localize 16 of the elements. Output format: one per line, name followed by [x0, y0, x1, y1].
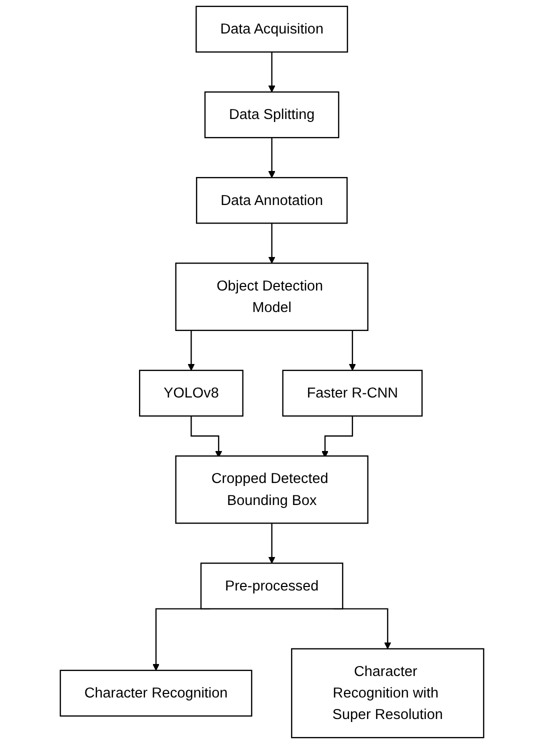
arrow: [268, 222, 276, 264]
arrow: [190, 415, 222, 458]
node-box: Cropped Detected Bounding Box: [175, 455, 368, 524]
node-box: Data Acquisition: [196, 6, 348, 53]
arrow: [268, 522, 276, 564]
node-box: Character Recognition with Super Resolution: [291, 648, 484, 738]
node-box: Object Detection Model: [175, 262, 368, 331]
node-box: YOLOv8: [139, 370, 244, 417]
arrow: [268, 51, 276, 92]
node-box: Character Recognition: [60, 670, 252, 717]
node-box: Data Splitting: [204, 91, 340, 138]
node-box: Pre-processed: [200, 562, 344, 610]
node-box: Faster R-CNN: [282, 370, 423, 417]
node-box: Data Annotation: [196, 177, 348, 224]
arrow: [268, 137, 276, 178]
arrow: [322, 415, 354, 458]
